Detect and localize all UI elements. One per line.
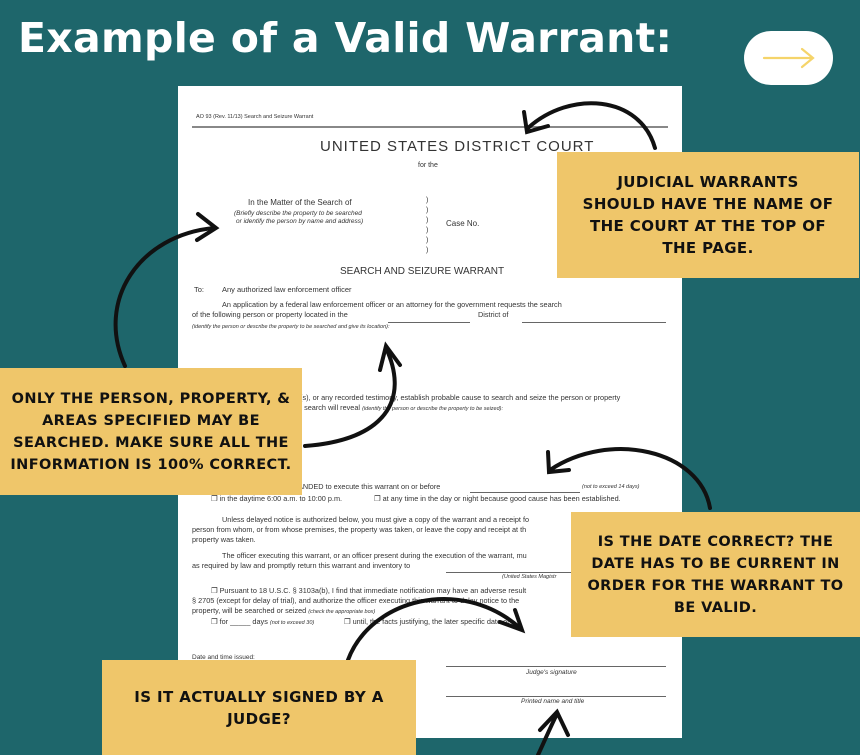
- arrow-right-icon: [762, 47, 815, 69]
- blank-line: [470, 492, 580, 493]
- text-line: person from whom, or from whose premises…: [192, 525, 527, 534]
- to-value: Any authorized law enforcement officer: [222, 285, 352, 294]
- case-no: Case No.: [446, 219, 480, 228]
- callout-judge-signature: IS IT ACTUALLY SIGNED BY A JUDGE?: [102, 660, 416, 755]
- court-name: UNITED STATES DISTRICT COURT: [320, 138, 595, 155]
- judge-signature-label: Judge's signature: [526, 669, 577, 676]
- checkbox-for-days[interactable]: ❐ for _____ days (not to exceed 30): [211, 617, 315, 626]
- text-line: Unless delayed notice is authorized belo…: [222, 515, 530, 524]
- judge-signature-line: [446, 666, 666, 667]
- matter-hint: (Briefly describe the property to be sea…: [234, 210, 362, 217]
- date-issued-label: Date and time issued:: [192, 654, 255, 661]
- text-line: The officer executing this warrant, or a…: [222, 551, 527, 560]
- text-line: ANDED to execute this warrant on or befo…: [298, 482, 441, 491]
- blank-line: [388, 322, 470, 323]
- next-button[interactable]: [744, 31, 833, 85]
- for-the: for the: [418, 162, 438, 169]
- checkbox-until[interactable]: ❐ until, the facts justifying, the later…: [344, 617, 510, 626]
- text-line: as required by law and promptly return t…: [192, 561, 411, 570]
- text-line: of the following person or property loca…: [192, 310, 348, 319]
- blank-line: [446, 572, 576, 573]
- printed-name-line: [446, 696, 666, 697]
- blank-line: [522, 322, 666, 323]
- parens: )))))): [426, 197, 429, 254]
- callout-court-name: JUDICIAL WARRANTS SHOULD HAVE THE NAME O…: [557, 152, 859, 278]
- callout-date: IS THE DATE CORRECT? THE DATE HAS TO BE …: [571, 512, 860, 637]
- checkbox-anytime[interactable]: ❐ at any time in the day or night becaus…: [374, 494, 621, 503]
- text-line: t(s), or any recorded testimony, establi…: [298, 393, 621, 402]
- text-line: property was taken.: [192, 535, 256, 544]
- printed-name-label: Printed name and title: [521, 698, 585, 705]
- form-id: AO 93 (Rev. 11/13) Search and Seizure Wa…: [196, 114, 314, 120]
- text-line: District of: [478, 310, 509, 319]
- text-line: property, will be searched or seized (ch…: [192, 606, 376, 615]
- text-line: An application by a federal law enforcem…: [222, 300, 562, 309]
- hint: (United States Magistr: [502, 574, 557, 580]
- divider: [192, 126, 668, 128]
- matter-label: In the Matter of the Search of: [248, 198, 352, 207]
- page-title: Example of a Valid Warrant:: [18, 14, 673, 62]
- checkbox-daytime[interactable]: ❐ in the daytime 6:00 a.m. to 10:00 p.m.: [211, 494, 343, 503]
- callout-specified-areas: ONLY THE PERSON, PROPERTY, & AREAS SPECI…: [0, 368, 302, 495]
- hint: (not to exceed 14 days): [582, 484, 640, 490]
- hint: (identify the person or describe the pro…: [192, 324, 390, 330]
- warrant-title: SEARCH AND SEIZURE WARRANT: [340, 266, 505, 277]
- checkbox-pursuant[interactable]: ❐ Pursuant to 18 U.S.C. § 3103a(b), I fi…: [211, 586, 527, 595]
- to-label: To:: [194, 285, 205, 294]
- text-line: § 2705 (except for delay of trial), and …: [192, 596, 520, 605]
- text-line: h search will reveal (identify the perso…: [298, 403, 504, 412]
- matter-hint: or identify the person by name and addre…: [236, 218, 364, 225]
